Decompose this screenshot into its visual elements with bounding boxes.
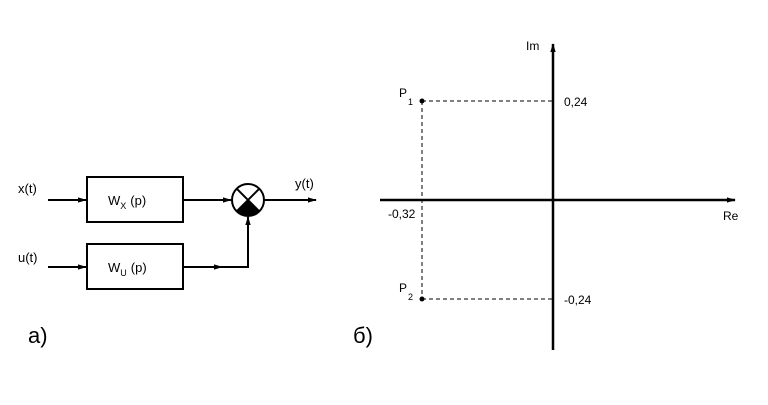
caption-a: а) — [28, 323, 48, 348]
input-x-label: x(t) — [18, 181, 37, 196]
re-axis-label: Re — [723, 209, 739, 223]
pole-p1-point — [419, 98, 425, 104]
tick-im-neg: -0,24 — [564, 293, 592, 307]
pole-p2-label: P2 — [399, 281, 413, 302]
input-u-label: u(t) — [18, 250, 38, 265]
block-wu-label: WU(p) — [108, 260, 147, 278]
pole-p1-label: P1 — [399, 86, 413, 107]
wu-to-summer-path — [215, 216, 251, 268]
block-diagram: x(t) WX(p) y(t) u(t) WU(p) а) — [18, 176, 317, 348]
pole-plot: Im Re P1 P2 0,24 -0,24 -0,32 б) — [353, 39, 739, 350]
block-wu — [86, 243, 184, 290]
caption-b: б) — [353, 323, 373, 348]
im-axis-label: Im — [526, 39, 539, 53]
tick-im-pos: 0,24 — [564, 95, 588, 109]
summing-junction — [231, 183, 265, 217]
tick-re-neg: -0,32 — [388, 207, 416, 221]
pole-p2-point — [419, 296, 425, 302]
block-wx-label: WX(p) — [108, 193, 146, 211]
output-y-label: y(t) — [295, 176, 314, 191]
